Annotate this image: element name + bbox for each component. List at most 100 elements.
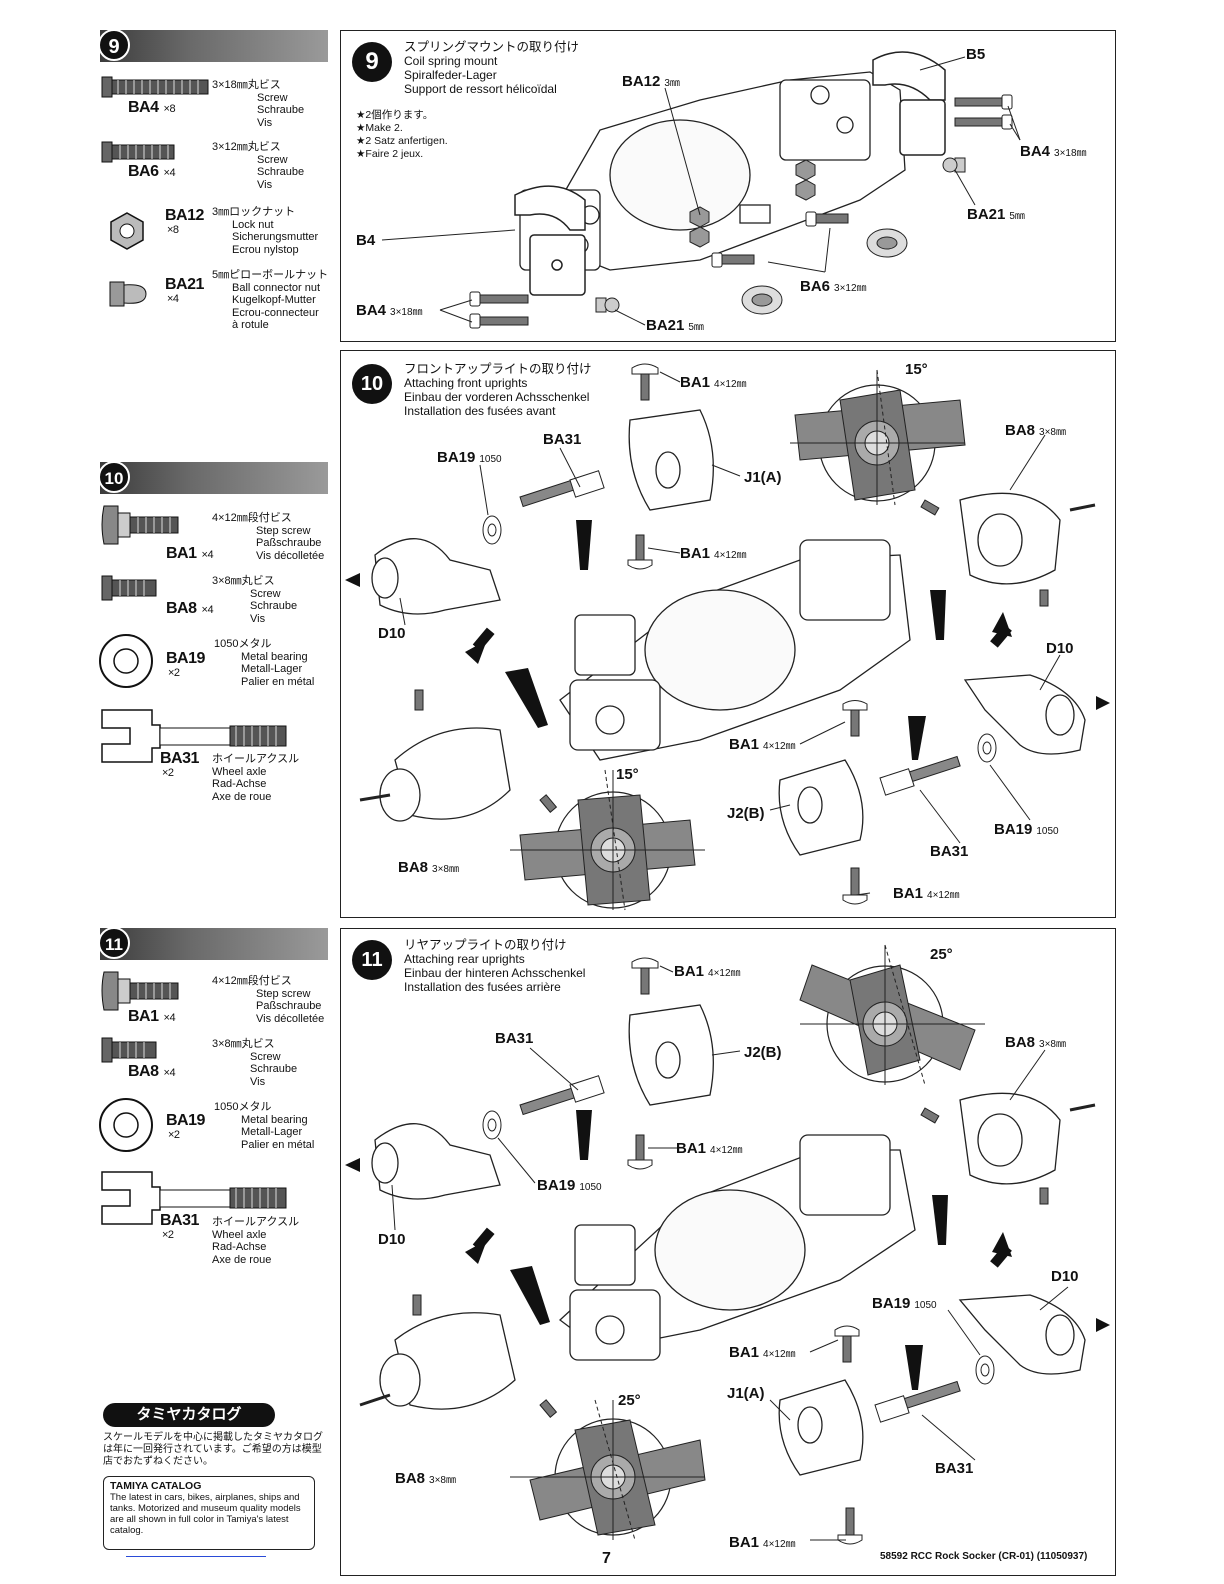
- panel11-j2b-upright: [628, 1004, 714, 1106]
- panel11-step-number: 11: [352, 940, 392, 980]
- panel10-angle-top: 15°: [905, 361, 928, 378]
- panel11-j1a-upright: [778, 1379, 864, 1476]
- ba6-screws: [711, 211, 849, 268]
- ba8-screw-icon-10: [101, 575, 157, 601]
- sidebar10-ba1-code: BA1×4: [166, 545, 214, 562]
- sidebar9-ba6-code: BA6×4: [128, 163, 176, 180]
- panel11-left-upright-assembled: [359, 1312, 516, 1410]
- ba12-nuts: [689, 159, 816, 248]
- ba21-ball-nuts: [595, 157, 966, 313]
- sidebar10-ba19-code: BA19×2: [166, 650, 205, 679]
- panel11-axle-housing: [558, 1134, 916, 1361]
- panel9-notes: ★2個作ります。 ★Make 2. ★2 Satz anfertigen. ★F…: [356, 109, 448, 160]
- panel10-label-j2b: J2(B): [727, 805, 765, 822]
- sidebar10-ba8-code: BA8×4: [166, 600, 214, 617]
- panel11-d10-knuckle-left: [371, 1123, 501, 1200]
- panel10-angle-detail-top: [790, 369, 966, 506]
- panel11-ba8-screws: [412, 1107, 1049, 1418]
- b4-spring-mount: [514, 185, 586, 296]
- panel10-d10-knuckle-left: [371, 538, 501, 615]
- panel10-label-ba31-b: BA31: [930, 843, 969, 860]
- panel11-label-ba31-b: BA31: [935, 1460, 974, 1477]
- spring-seat-parts: [741, 228, 908, 315]
- panel11-angle-top: 25°: [930, 946, 953, 963]
- panel11-angle-detail-top: [799, 944, 985, 1086]
- panel10-d10-knuckle-right: [963, 674, 1086, 755]
- panel11-angle-detail-bottom: [510, 1399, 706, 1541]
- step10-badge: 10: [98, 461, 130, 493]
- panel11-wheel-axles: [519, 1075, 961, 1423]
- b5-spring-mount: [872, 51, 946, 156]
- panel10-grease-tubes: [505, 520, 946, 760]
- panel10-label-d10-a: D10: [378, 625, 406, 642]
- panel11-bearings: [482, 1110, 995, 1385]
- panel9-label-b4: B4: [356, 232, 376, 249]
- ba4-right-screws: [954, 94, 1013, 130]
- panel10-axle-housing: [559, 539, 911, 761]
- footer-link-underline: [126, 1556, 266, 1557]
- panel11-angle-bottom: 25°: [618, 1392, 641, 1409]
- sidebar9-ba4-desc: 3×18㎜丸ビス Screw Schraube Vis: [212, 79, 305, 129]
- catalog-pill: タミヤカタログ: [103, 1403, 275, 1427]
- step9-badge: 9: [98, 29, 130, 61]
- panel10-angle-bottom: 15°: [616, 766, 639, 783]
- ba31-axle-icon-11: [101, 1171, 287, 1225]
- catalog-box: TAMIYA CATALOG The latest in cars, bikes…: [103, 1476, 315, 1550]
- footer-reference: 58592 RCC Rock Socker (CR-01) (11050937): [880, 1551, 1088, 1562]
- panel10-angle-detail-bottom: [510, 769, 705, 911]
- panel11-label-j2b: J2(B): [744, 1044, 782, 1061]
- panel11-d10-knuckle-right: [958, 1294, 1086, 1375]
- ba4-left-screws: [469, 291, 529, 329]
- panel10-arrows: [345, 573, 1110, 710]
- panel11-arrows: [345, 1158, 1110, 1332]
- panel11-label-d10-a: D10: [378, 1231, 406, 1248]
- sidebar10-ba8-desc: 3×8㎜丸ビス Screw Schraube Vis: [212, 575, 298, 625]
- sidebar9-ba12-code: BA12×8: [165, 207, 204, 236]
- panel11-ba1-screws: [627, 957, 863, 1545]
- sidebar9-ba4-code: BA4×8: [128, 99, 176, 116]
- catalog-box-title: TAMIYA CATALOG: [110, 1480, 202, 1492]
- sidebar10-ba19-desc: 1050メタル Metal bearing Metall-Lager Palie…: [214, 638, 315, 688]
- sidebar11-ba31-code: BA31×2: [160, 1212, 199, 1241]
- sidebar9-ba21-code: BA21×4: [165, 276, 204, 305]
- step9-parts-header: 9: [98, 29, 328, 62]
- panel9-title: スプリングマウントの取り付け Coil spring mount Spiralf…: [404, 40, 580, 96]
- sidebar10-ba31-code: BA31×2: [160, 750, 199, 779]
- ba12-nut-icon: [110, 212, 144, 250]
- panel9-step-number: 9: [352, 42, 392, 82]
- panel10-bearings: [482, 515, 997, 763]
- catalog-box-text: The latest in cars, bikes, airplanes, sh…: [110, 1492, 301, 1536]
- ba8-screw-icon-11: [101, 1037, 157, 1063]
- panel10-wheel-axles: [519, 470, 961, 796]
- sidebar11-ba19-desc: 1050メタル Metal bearing Metall-Lager Palie…: [214, 1101, 315, 1151]
- panel11-label-d10-b: D10: [1051, 1268, 1079, 1285]
- step11-parts-header: 11: [98, 927, 328, 960]
- catalog-jp-text: スケールモデルを中心に掲載したタミヤカタログは年に一回発行されています。ご希望の…: [103, 1432, 323, 1467]
- sidebar11-ba1-desc: 4×12㎜段付ビス Step screw Paßschraube Vis déc…: [212, 975, 325, 1025]
- panel10-label-ba31-a: BA31: [543, 431, 582, 448]
- panel10-step-number: 10: [352, 364, 392, 404]
- ba19-bearing-icon-10: [99, 634, 153, 688]
- sidebar9-ba12-desc: 3㎜ロックナット Lock nut Sicherungsmutter Ecrou…: [212, 206, 319, 256]
- panel11-label-ba31-a: BA31: [495, 1030, 534, 1047]
- panel9-label-b5: B5: [966, 46, 986, 63]
- sidebar9-ba21-desc: 5㎜ピローボールナット Ball connector nut Kugelkopf…: [212, 269, 329, 331]
- panel11-grease-tubes: [510, 1110, 948, 1390]
- panel11-label-j1a: J1(A): [727, 1385, 765, 1402]
